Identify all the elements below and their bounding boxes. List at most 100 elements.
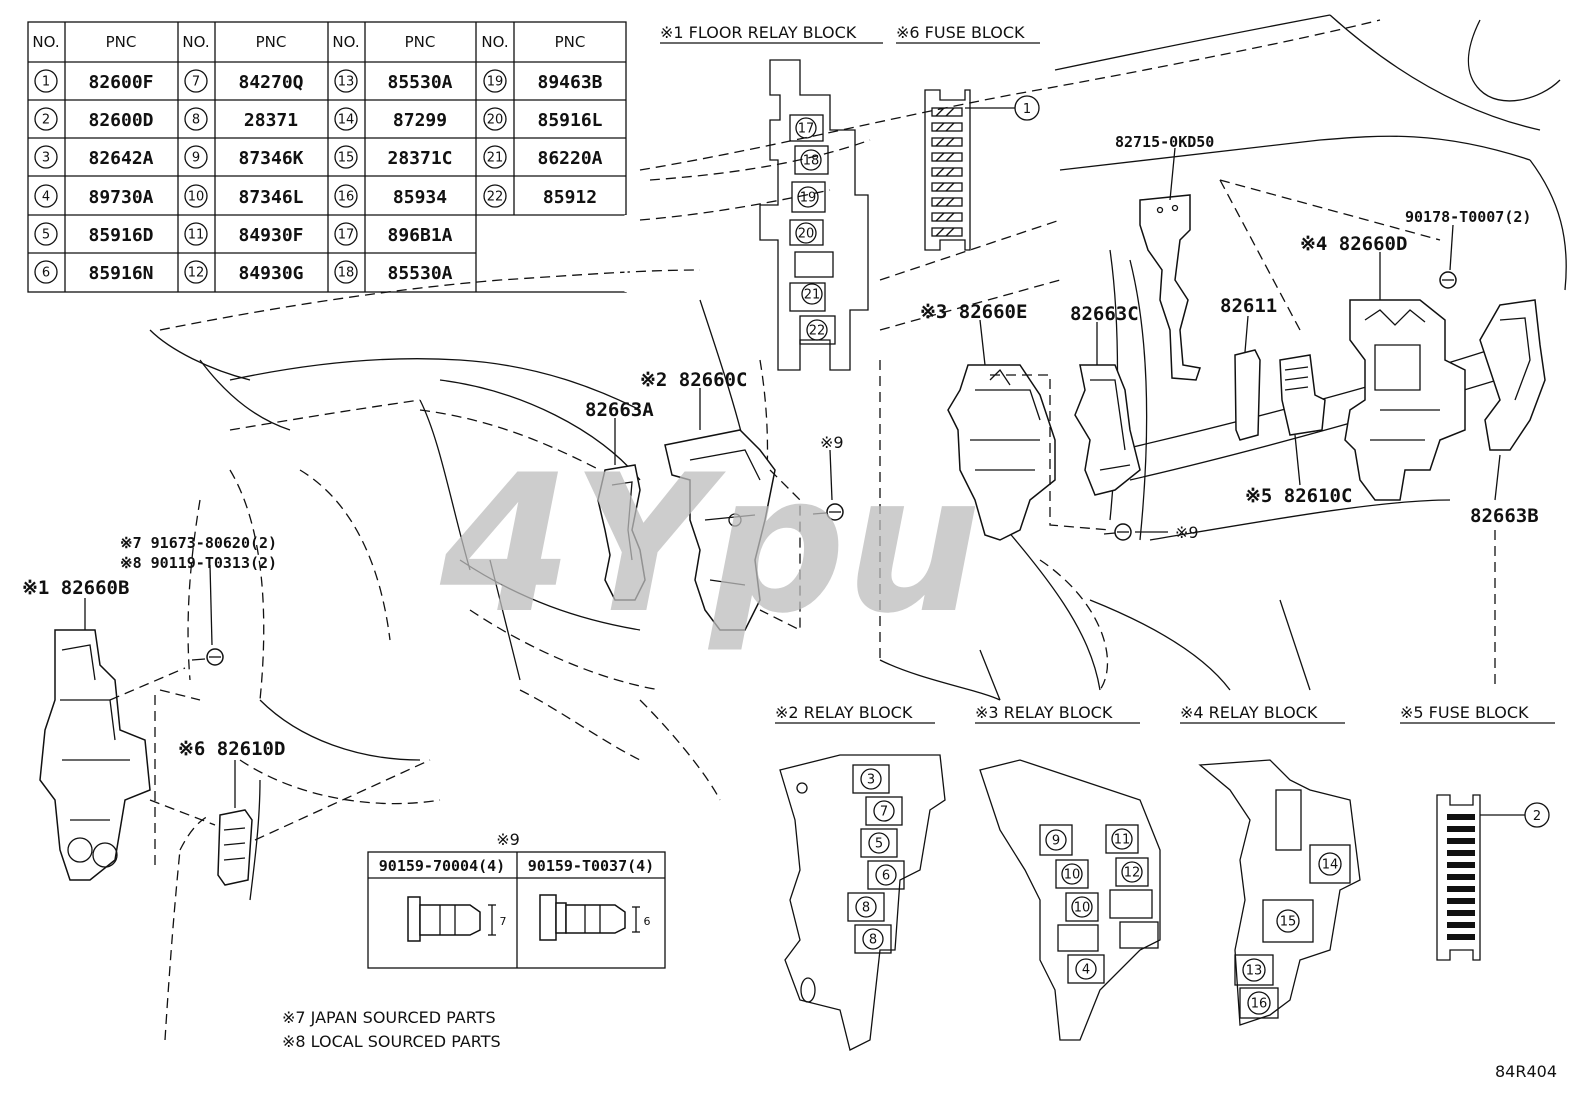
label-91673-80620: ※7 91673-80620(2): [120, 534, 277, 552]
pnc-cell: 28371C: [387, 148, 452, 169]
table-no-2-number: 2: [42, 113, 50, 128]
label-82660d: ※4 82660D: [1300, 233, 1407, 255]
bolt-table: ※9 90159-70004(4) 90159-T0037(4) 7 6: [367, 830, 666, 969]
floor-slot-20-number: 20: [798, 227, 815, 242]
header-no: NO.: [481, 33, 508, 51]
section-titles: ※1 FLOOR RELAY BLOCK ※6 FUSE BLOCK ※2 RE…: [660, 23, 1555, 724]
table-no-18-number: 18: [338, 266, 355, 281]
table-no-19: 19: [483, 69, 507, 93]
pnc-cell: 85916N: [88, 263, 153, 284]
relay3-slot-10-number: 10: [1074, 901, 1091, 916]
table-no-7-number: 7: [192, 75, 200, 90]
pnc-cell: 85916L: [537, 110, 602, 131]
label-screw-9-b: ※9: [1175, 523, 1199, 542]
pnc-cell: 85530A: [387, 72, 452, 93]
table-no-9-number: 9: [192, 151, 200, 166]
note-japan-sourced: ※7 JAPAN SOURCED PARTS: [282, 1008, 496, 1027]
pnc-cell: 85916D: [88, 225, 153, 246]
label-82663c: 82663C: [1070, 303, 1139, 325]
relay3-slot-12-number: 12: [1124, 866, 1141, 881]
watermark: 4Ypu: [439, 434, 981, 655]
label-82610d: ※6 82610D: [178, 738, 285, 760]
relay3-slot-10: 10: [1061, 863, 1083, 885]
relay2-slot-6-number: 6: [882, 869, 890, 884]
relay3-slot-9: 9: [1045, 829, 1067, 851]
relay2-slot-3: 3: [860, 768, 882, 790]
relay4-slot-15: 15: [1276, 909, 1300, 933]
table-no-5: 5: [34, 222, 58, 246]
label-90178-t0007: 90178-T0007(2): [1405, 208, 1531, 226]
header-no: NO.: [332, 33, 359, 51]
pnc-cell: 82642A: [88, 148, 153, 169]
label-82610c: ※5 82610C: [1245, 485, 1352, 507]
table-no-8: 8: [184, 107, 208, 131]
relay3-slot-11-number: 11: [1114, 833, 1131, 848]
table-no-3: 3: [34, 145, 58, 169]
pnc-cell: 84930G: [238, 263, 303, 284]
relay2-slot-5: 5: [868, 832, 890, 854]
label-90119-t0313: ※8 90119-T0313(2): [120, 554, 277, 572]
fuse-block-5-detail: 2: [1436, 794, 1550, 961]
table-no-3-number: 3: [42, 151, 50, 166]
table-no-11: 11: [184, 222, 208, 246]
table-no-14: 14: [334, 107, 358, 131]
relay3-slot-4-number: 4: [1082, 963, 1090, 978]
fuse-block-5-title: ※5 FUSE BLOCK: [1400, 703, 1529, 722]
label-screw-9-a: ※9: [820, 433, 844, 452]
bolt-1-drawing: 7: [407, 896, 507, 942]
pnc-cell: 896B1A: [387, 225, 452, 246]
table-no-9: 9: [184, 145, 208, 169]
relay2-slot-5-number: 5: [875, 837, 883, 852]
table-no-8-number: 8: [192, 113, 200, 128]
table-no-22: 22: [483, 184, 507, 208]
table-no-20: 20: [483, 107, 507, 131]
fuse-block-6-title: ※6 FUSE BLOCK: [896, 23, 1025, 42]
relay2-slot-8-number: 8: [862, 901, 870, 916]
callout-2: 2: [1533, 809, 1541, 824]
pnc-cell: 87299: [393, 110, 447, 131]
table-no-1-number: 1: [42, 75, 50, 90]
bolt-1-dimension: 7: [500, 915, 507, 928]
relay4-slot-16: 16: [1247, 991, 1271, 1015]
relay2-slot-7: 7: [873, 800, 895, 822]
relay2-slot-6: 6: [875, 864, 897, 886]
label-82660b: ※1 82660B: [22, 577, 129, 599]
pnc-cell: 85530A: [387, 263, 452, 284]
floor-slot-19-number: 19: [800, 191, 817, 206]
relay2-slot-8-number: 8: [869, 933, 877, 948]
fuse-block-6-detail: 1: [924, 89, 1040, 251]
relay3-slot-10: 10: [1071, 896, 1093, 918]
pnc-cell: 86220A: [537, 148, 602, 169]
label-82663a: 82663A: [585, 399, 654, 421]
floor-slot-18-number: 18: [803, 154, 820, 169]
table-no-6: 6: [34, 260, 58, 284]
relay3-slot-12: 12: [1121, 861, 1143, 883]
table-no-14-number: 14: [338, 113, 355, 128]
relay3-slot-4: 4: [1075, 958, 1097, 980]
relay-block-3-detail: 9 11 10 12 10 4: [979, 759, 1161, 1041]
table-no-17-number: 17: [338, 228, 355, 243]
header-pnc: PNC: [555, 33, 586, 51]
table-no-10: 10: [184, 184, 208, 208]
table-no-20-number: 20: [487, 113, 504, 128]
part-labels: 82715-0KD50 90178-T0007(2) ※4 82660D ※3 …: [22, 133, 1539, 760]
floor-relay-block-title: ※1 FLOOR RELAY BLOCK: [660, 23, 857, 42]
header-no: NO.: [32, 33, 59, 51]
notes: ※7 JAPAN SOURCED PARTS ※8 LOCAL SOURCED …: [282, 1008, 501, 1051]
table-no-12: 12: [184, 260, 208, 284]
pnc-cell: 28371: [244, 110, 298, 131]
relay2-slot-8: 8: [862, 928, 884, 950]
relay3-slot-11: 11: [1111, 828, 1133, 850]
floor-slot-21: 21: [801, 283, 823, 305]
bolt-2-drawing: 6: [539, 894, 651, 941]
figure-code: 84R404: [1495, 1062, 1557, 1081]
label-82715-0kd50: 82715-0KD50: [1115, 133, 1214, 151]
main-parts: [39, 194, 1546, 886]
table-no-4: 4: [34, 184, 58, 208]
pnc-cell: 82600D: [88, 110, 153, 131]
pnc-cell: 89730A: [88, 187, 153, 208]
table-no-18: 18: [334, 260, 358, 284]
